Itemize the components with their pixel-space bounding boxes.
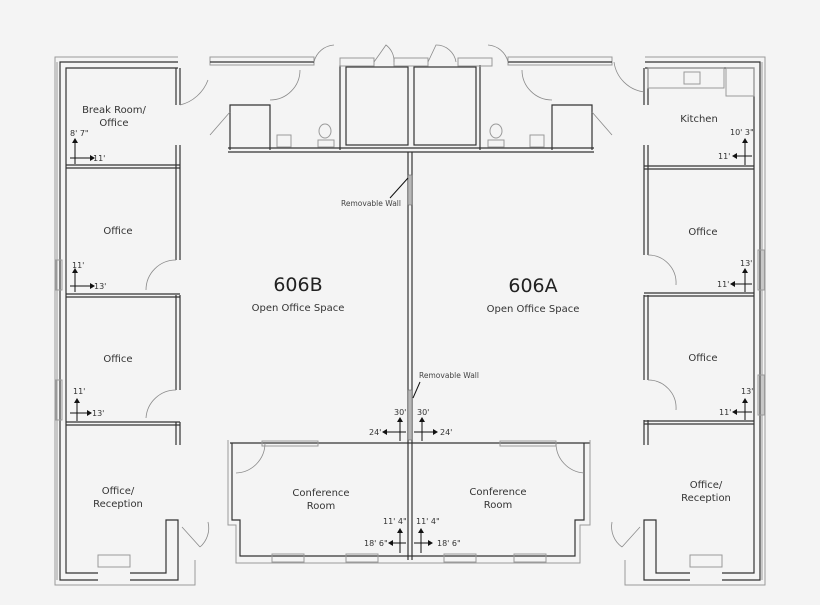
- room-label-reception-r: Office/: [690, 480, 723, 491]
- dim-kitchen-h: 11': [718, 152, 730, 161]
- room-label-break-room: Break Room/: [82, 105, 146, 116]
- suite-label-606b: 606B: [273, 274, 322, 296]
- kitchen-counter: [647, 67, 725, 89]
- removable-wall-note-bottom: Removable Wall: [419, 371, 479, 380]
- restroom-core: [209, 44, 613, 153]
- dim-break-room-h: 11': [93, 154, 105, 163]
- room-label-office-l1: Office: [103, 226, 132, 237]
- removable-wall-note-top: Removable Wall: [341, 199, 401, 208]
- dim-office-l2-v: 11': [73, 387, 85, 396]
- left-wing-walls: [54, 56, 210, 586]
- suite-label-606a: 606A: [508, 275, 557, 297]
- dim-office-l1-h: 13': [94, 282, 106, 291]
- suite-desc-606b: Open Office Space: [252, 303, 345, 314]
- dim-open-left-v: 30': [394, 408, 406, 417]
- room-label-office-r2: Office: [688, 353, 717, 364]
- room-label-office-r1: Office: [688, 227, 717, 238]
- room-label-kitchen: Kitchen: [680, 114, 718, 125]
- room-label-reception-r-2: Reception: [681, 493, 731, 504]
- conference-block: [227, 440, 591, 564]
- dim-office-r1-h: 11': [717, 280, 729, 289]
- sink-icon: [529, 134, 545, 148]
- room-label-reception-l-2: Reception: [93, 499, 143, 510]
- dim-conference-r-h: 18' 6": [437, 539, 461, 548]
- dim-open-right-h: 24': [440, 428, 452, 437]
- removable-wall: [389, 152, 421, 560]
- sink-icon: [276, 134, 292, 148]
- suite-desc-606a: Open Office Space: [487, 304, 580, 315]
- dim-conference-l-v: 11' 4": [383, 517, 407, 526]
- room-label-office-l2: Office: [103, 354, 132, 365]
- room-label-break-room-2: Office: [99, 118, 128, 129]
- dim-office-l2-h: 13': [92, 409, 104, 418]
- dim-open-right-v: 30': [417, 408, 429, 417]
- dim-office-r1-v: 13': [740, 259, 752, 268]
- right-wing-walls: [611, 56, 766, 586]
- refrigerator-icon: [725, 67, 755, 97]
- dim-break-room-v: 8' 7": [70, 129, 89, 138]
- room-label-conference-l: Conference: [292, 488, 349, 499]
- toilet-icon: [489, 123, 503, 139]
- room-label-conference-l-2: Room: [307, 501, 335, 512]
- kitchen-sink-icon: [683, 71, 701, 85]
- room-labels: Break Room/ Office 8' 7" 11' Office 11' …: [70, 105, 754, 548]
- room-label-conference-r: Conference: [469, 487, 526, 498]
- dim-conference-r-v: 11' 4": [416, 517, 440, 526]
- room-label-reception-l: Office/: [102, 486, 135, 497]
- dim-conference-l-h: 18' 6": [364, 539, 388, 548]
- dim-office-l1-v: 11': [72, 261, 84, 270]
- dim-office-r2-v: 13': [741, 387, 753, 396]
- toilet-icon: [318, 123, 332, 139]
- room-label-conference-r-2: Room: [484, 500, 512, 511]
- dim-office-r2-h: 11': [719, 408, 731, 417]
- dimension-markers: [70, 138, 752, 553]
- dim-kitchen-v: 10' 3": [730, 128, 754, 137]
- dim-open-left-h: 24': [369, 428, 381, 437]
